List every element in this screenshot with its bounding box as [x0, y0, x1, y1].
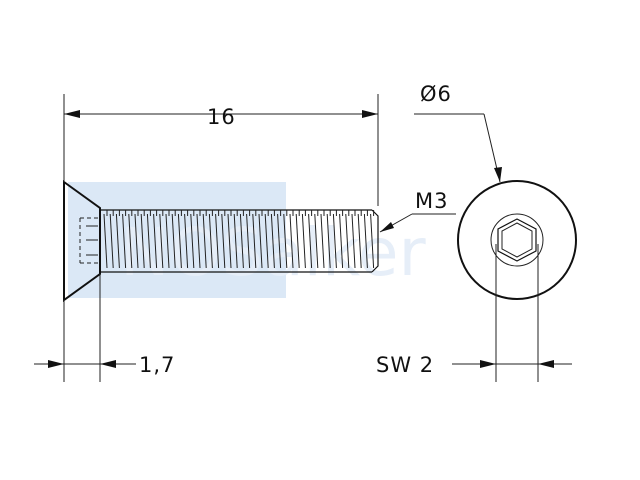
length-label: 16 [207, 105, 236, 129]
thread-line [264, 213, 269, 269]
thread-line [177, 213, 182, 269]
thread-line [128, 213, 133, 269]
thread-line [146, 213, 151, 269]
thread-line [153, 213, 158, 269]
thread-line [134, 213, 139, 269]
thread-line [258, 213, 263, 269]
thread-line [190, 213, 195, 269]
watermark: NOSalker [68, 182, 426, 298]
thread-line [339, 213, 344, 269]
drive-size-label: SW 2 [376, 353, 434, 377]
thread-line [103, 213, 108, 269]
thread-line [308, 213, 313, 269]
thread-line [159, 213, 164, 269]
thread-line [295, 213, 300, 269]
thread-line [320, 213, 325, 269]
head-diameter-callout: Ø6 [414, 82, 502, 183]
thread-line [357, 213, 362, 269]
thread-callout: M3 [379, 189, 456, 233]
head-height-label: 1,7 [139, 353, 175, 377]
thread-line [184, 213, 189, 269]
thread-line [239, 213, 244, 269]
thread-line [370, 213, 375, 269]
thread-line [115, 213, 120, 269]
drive-size-dimension: SW 2 [376, 244, 572, 382]
thread-line [283, 213, 288, 269]
thread-line [252, 213, 257, 269]
thread-line [221, 213, 226, 269]
thread-line [363, 213, 368, 269]
thread-line [332, 213, 337, 269]
screw-side-view [63, 180, 379, 302]
thread-line [140, 213, 145, 269]
thread-line [246, 213, 251, 269]
thread-line [122, 213, 127, 269]
thread-line [165, 213, 170, 269]
thread-line [326, 213, 331, 269]
thread-line [196, 213, 201, 269]
thread-lines [103, 210, 375, 269]
thread-line [289, 213, 294, 269]
thread-line [345, 213, 350, 269]
thread-line [227, 213, 232, 269]
thread-line [233, 213, 238, 269]
thread-label: M3 [415, 189, 448, 213]
length-dimension: 16 [63, 94, 379, 206]
head-diameter-label: Ø6 [420, 82, 452, 106]
thread-line [301, 213, 306, 269]
thread-line [202, 213, 207, 269]
screw-end-view [457, 180, 577, 300]
thread-line [208, 213, 213, 269]
thread-line [277, 213, 282, 269]
head-height-dimension: 1,7 [34, 274, 175, 382]
thread-line [314, 213, 319, 269]
thread-line [351, 213, 356, 269]
thread-line [215, 213, 220, 269]
thread-line [270, 213, 275, 269]
thread-line [171, 213, 176, 269]
thread-line [109, 213, 114, 269]
